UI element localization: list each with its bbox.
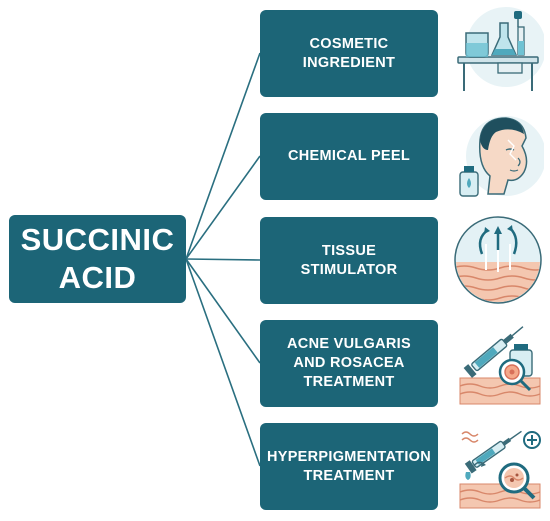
branch-chemical-peel: CHEMICAL PEEL [260, 113, 438, 200]
skin-layers-icon [454, 216, 542, 304]
lab-glassware-icon [457, 7, 544, 91]
root-node-succinic-acid: SUCCINIC ACID [9, 215, 186, 303]
branch-label-line2: TREATMENT [303, 467, 395, 484]
branch-cosmetic-ingredient: COSMETIC INGREDIENT [260, 10, 438, 97]
branch-label-line1: HYPERPIGMENTATION [266, 448, 432, 465]
connector-line-peel [185, 155, 261, 260]
branch-label-line1: ACNE VULGARIS [287, 336, 411, 352]
root-label-line1: SUCCINIC [20, 222, 175, 257]
branch-label-line2: AND ROSACEA [293, 355, 405, 371]
branch-label-line1: COSMETIC [309, 35, 389, 52]
face-peel-icon [459, 116, 544, 197]
branch-label-line1: TISSUE [321, 242, 377, 259]
root-label-line2: ACID [58, 260, 137, 295]
syringe-skin-target-icon [459, 326, 541, 405]
branch-hyperpigmentation: HYPERPIGMENTATION TREATMENT [260, 423, 438, 510]
connector-line-hyper [185, 258, 261, 467]
branch-label-line1: CHEMICAL PEEL [287, 148, 411, 164]
branch-label-line3: TREATMENT [303, 374, 395, 390]
branch-tissue-stimulator: TISSUE STIMULATOR [260, 217, 438, 304]
connector-line-cosmetic [185, 52, 261, 260]
branch-label-line2: STIMULATOR [300, 261, 398, 278]
branch-acne-rosacea: ACNE VULGARIS AND ROSACEA TREATMENT [260, 320, 438, 407]
connector-line-acne [185, 258, 261, 364]
branch-label-line2: INGREDIENT [302, 54, 396, 71]
connector-line-tissue [185, 258, 261, 261]
syringe-magnifier-icon [459, 430, 541, 509]
